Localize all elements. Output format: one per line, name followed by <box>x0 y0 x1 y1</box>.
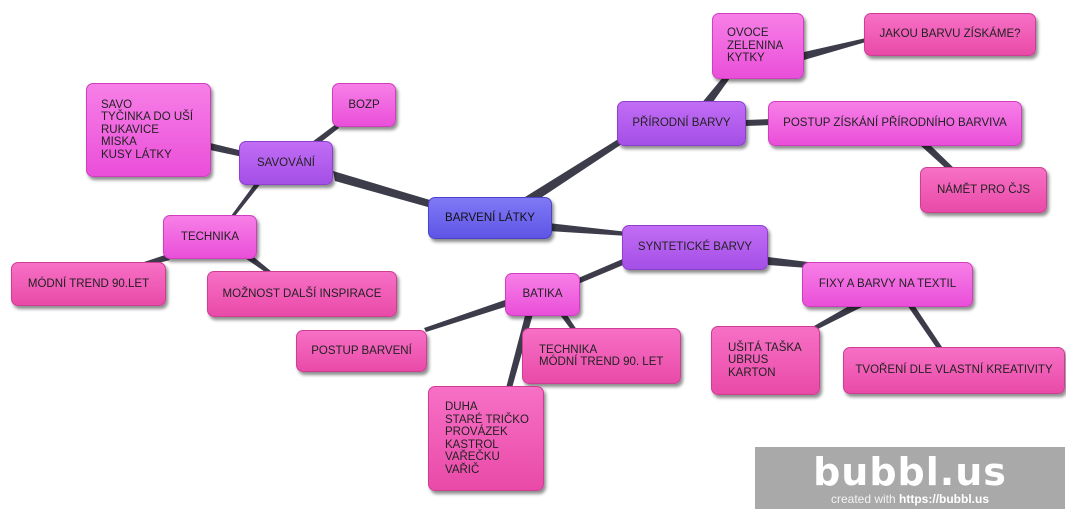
node-postup-barveni[interactable]: POSTUP BARVENÍ <box>296 330 427 372</box>
node-technika[interactable]: TECHNIKA <box>163 215 257 259</box>
node-bozp[interactable]: BOZP <box>332 83 396 127</box>
credit-url: https://bubbl.us <box>899 492 990 506</box>
node-savovani[interactable]: SAVOVÁNÍ <box>239 141 333 185</box>
node-tvoreni[interactable]: TVOŘENÍ DLE VLASTNÍ KREATIVITY <box>843 347 1065 394</box>
node-moznost-inspirace[interactable]: MOŽNOST DALŠÍ INSPIRACE <box>207 271 397 317</box>
edge-prirodni-ovoce <box>700 76 730 109</box>
edge-fixy-tvoreni <box>905 302 944 350</box>
credit-label: created with <box>830 492 900 506</box>
edge-synteticke-batika <box>576 258 628 284</box>
node-synteticke-barvy[interactable]: SYNTETICKÉ BARVY <box>622 225 768 270</box>
edge-technika-moznost <box>245 254 272 274</box>
edge-postup-namet <box>920 143 958 174</box>
node-savovani-items[interactable]: SAVO TYČINKA DO UŠÍ RUKAVICE MISKA KUSY … <box>86 83 211 177</box>
node-batika[interactable]: BATIKA <box>505 273 580 316</box>
edge-center-savovani <box>333 171 435 209</box>
edge-fixy-usita <box>814 302 864 330</box>
edge-center-prirodni <box>525 138 625 203</box>
node-jakou-barvu[interactable]: JAKOU BARVU ZÍSKÁME? <box>864 13 1036 56</box>
edge-synteticke-fixy <box>768 257 808 268</box>
edge-ovoce-jakou <box>804 38 866 60</box>
bubblus-credit: created with https://bubbl.us <box>755 492 1065 506</box>
node-technika-modni[interactable]: TECHNIKA MÓDNÍ TREND 90. LET <box>522 328 681 384</box>
bubblus-watermark: bubbl.us created with https://bubbl.us <box>755 447 1065 509</box>
node-prirodni-barvy[interactable]: PŘÍRODNÍ BARVY <box>617 101 746 146</box>
edge-batika-postup <box>424 300 508 332</box>
edge-batika-technika <box>558 312 577 331</box>
node-barveni-latky[interactable]: BARVENÍ LÁTKY <box>428 197 552 239</box>
edge-center-synteticke <box>548 223 628 236</box>
edge-prirodni-postup <box>745 119 772 126</box>
node-modni-trend[interactable]: MÓDNÍ TREND 90.LET <box>11 262 166 306</box>
edge-savovani-bozp <box>312 124 339 146</box>
edge-savovani-technika <box>231 182 262 216</box>
bubblus-logo: bubbl.us <box>813 450 1007 494</box>
node-postup-ziskani[interactable]: POSTUP ZÍSKÁNÍ PŘÍRODNÍHO BARVIVA <box>768 101 1022 146</box>
node-namet-cjs[interactable]: NÁMĚT PRO ČJS <box>920 167 1047 213</box>
node-fixy-barvy[interactable]: FIXY A BARVY NA TEXTIL <box>802 262 973 307</box>
node-duha-list[interactable]: DUHA STARÉ TRIČKO PROVÁZEK KASTROL VAŘEČ… <box>428 386 544 491</box>
edge-savovani-items <box>210 143 243 157</box>
node-usita-taska[interactable]: UŠITÁ TAŠKA UBRUS KARTON <box>711 326 820 395</box>
node-ovoce[interactable]: OVOCE ZELENINA KYTKY <box>712 13 804 79</box>
